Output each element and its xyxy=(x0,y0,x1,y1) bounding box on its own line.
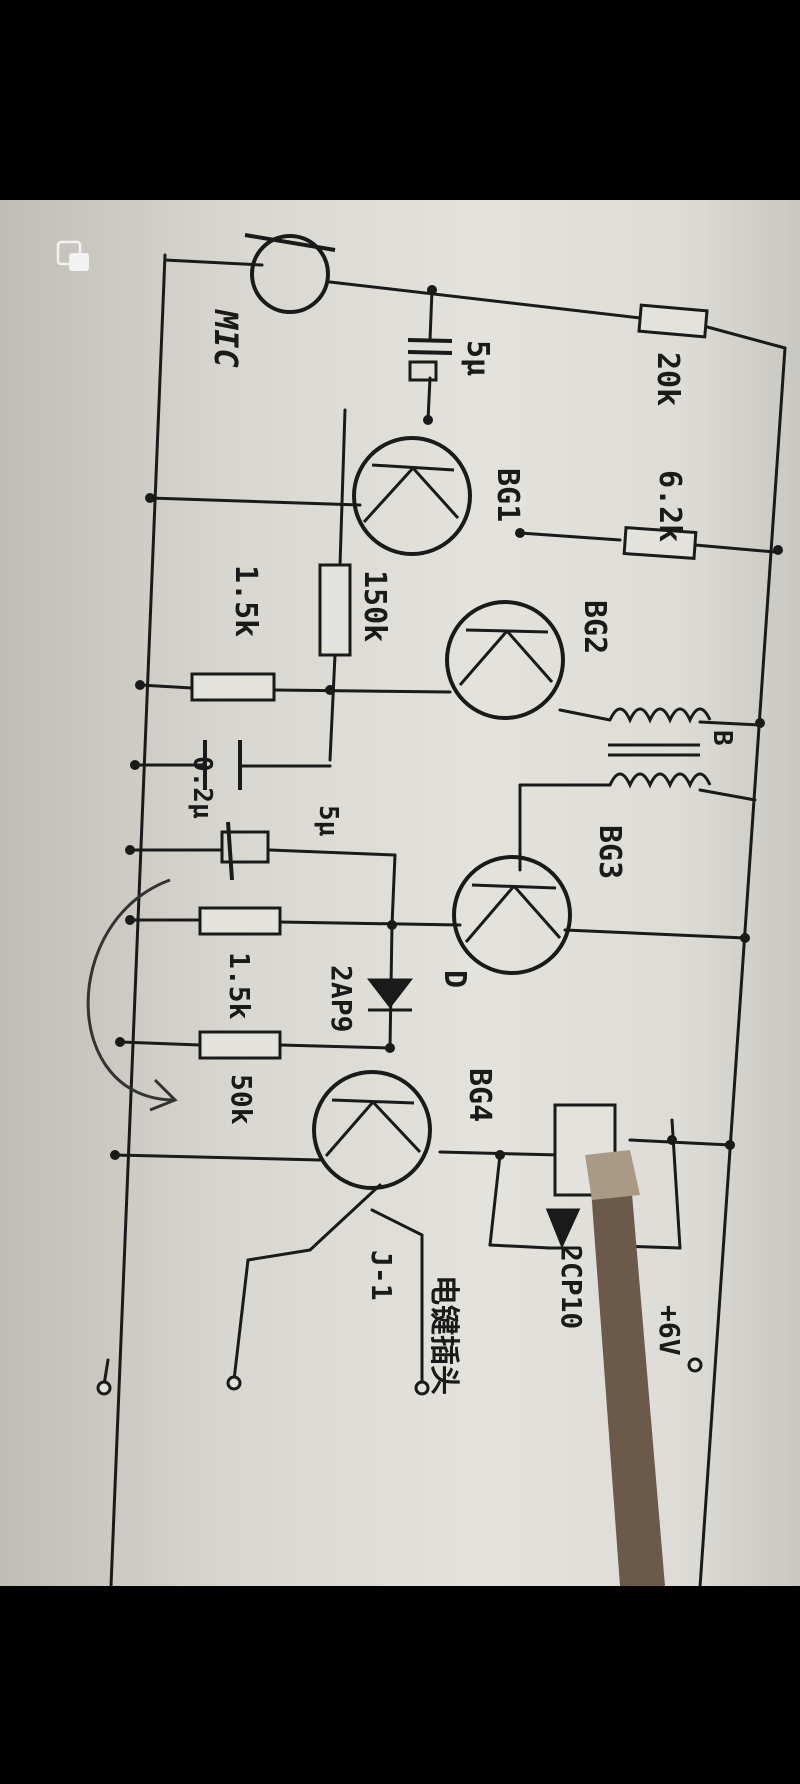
label-zener: 2CP10 xyxy=(555,1245,588,1329)
label-c1: 5μ xyxy=(460,340,495,376)
label-r3: 150k xyxy=(357,570,392,642)
label-diode-name: D xyxy=(437,970,472,988)
screwdriver xyxy=(585,1150,665,1586)
label-q4: BG4 xyxy=(462,1068,497,1122)
label-supply: +6V xyxy=(653,1305,686,1356)
label-relay: J-1 xyxy=(365,1250,398,1301)
label-mic: MIC xyxy=(207,309,245,369)
label-diode-type: 2AP9 xyxy=(325,965,358,1032)
label-r2: 6.2k xyxy=(652,470,687,542)
schematic-photo: 20k 6.2k 5μ BG1 150k 1.5k BG2 B 0.2μ 5μ … xyxy=(0,200,800,1586)
label-r6: 50k xyxy=(225,1074,258,1125)
label-transformer: B xyxy=(707,730,737,746)
label-r5: 1.5k xyxy=(223,952,256,1020)
circuit-schematic: 20k 6.2k 5μ BG1 150k 1.5k BG2 B 0.2μ 5μ … xyxy=(86,233,787,1586)
window-toggle-icon[interactable] xyxy=(56,240,92,274)
label-r4: 1.5k xyxy=(228,565,263,637)
label-q1: BG1 xyxy=(490,468,525,522)
label-output: 电键插头 xyxy=(426,1275,461,1395)
label-q3: BG3 xyxy=(592,825,627,879)
label-c2: 0.2μ xyxy=(187,756,217,819)
label-q2: BG2 xyxy=(577,600,612,654)
label-r1: 20k xyxy=(650,352,685,406)
label-c3: 5μ xyxy=(313,805,343,837)
